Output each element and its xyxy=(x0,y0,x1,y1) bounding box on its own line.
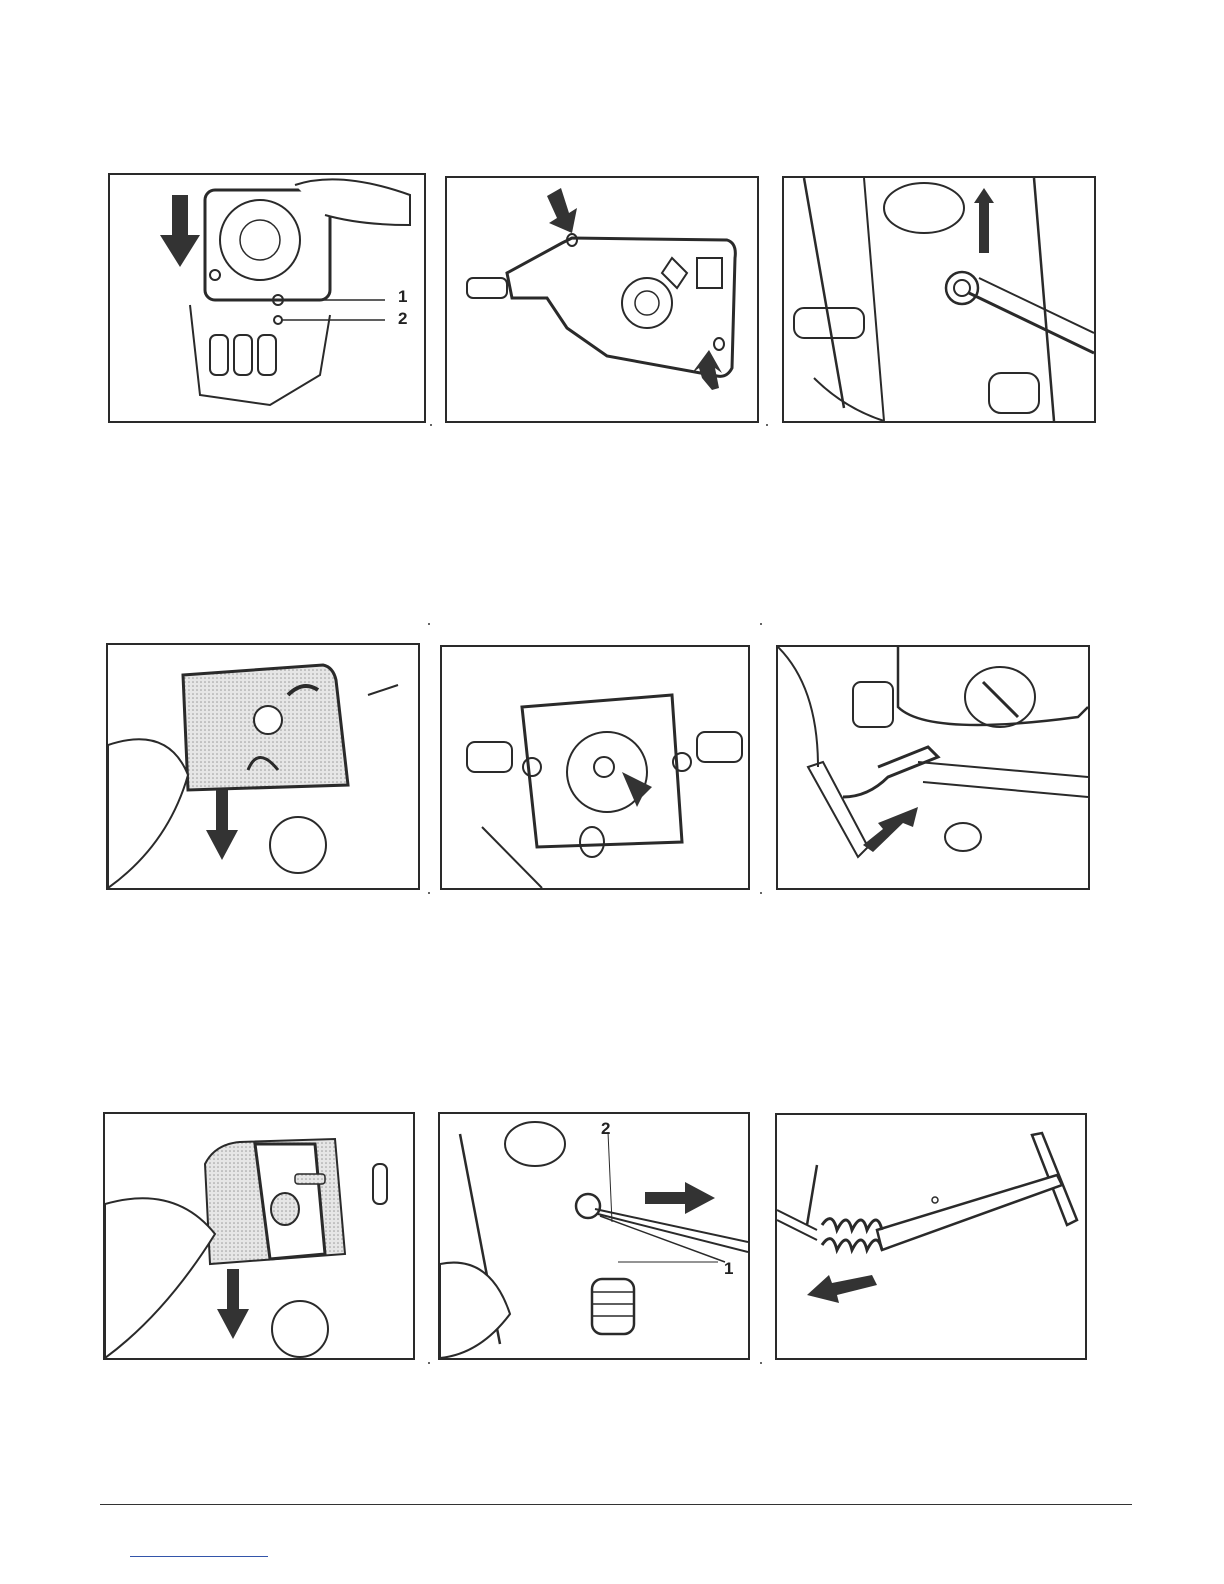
figure-8-callout-2: 2 xyxy=(601,1119,610,1139)
figure-1-diaphragm-cover-removal xyxy=(108,173,426,423)
figure-1-illustration xyxy=(110,175,424,421)
scan-mark xyxy=(760,1362,762,1364)
figure-6-spring-lever xyxy=(776,645,1090,890)
figure-5-illustration xyxy=(442,647,748,888)
figure-4-pump-membrane xyxy=(106,643,420,890)
footer-link-underline[interactable] xyxy=(130,1556,268,1557)
figure-2-illustration xyxy=(447,178,757,421)
scan-mark xyxy=(428,623,430,625)
scan-mark xyxy=(766,424,768,426)
figure-9-lever-spring-removal xyxy=(775,1113,1087,1360)
figure-1-callout-2: 2 xyxy=(398,309,407,329)
figure-1-callout-1: 1 xyxy=(398,287,407,307)
figure-9-illustration xyxy=(777,1115,1085,1358)
figure-8-needle-tweezers xyxy=(438,1112,750,1360)
scan-mark xyxy=(430,424,432,426)
figure-5-carburetor-screw xyxy=(440,645,750,890)
figure-8-illustration xyxy=(440,1114,748,1358)
figure-7-illustration xyxy=(105,1114,413,1358)
scan-mark xyxy=(428,892,430,894)
figure-3-screwdriver-detail xyxy=(782,176,1096,423)
figure-4-illustration xyxy=(108,645,418,888)
figure-6-illustration xyxy=(778,647,1088,888)
footer-rule xyxy=(100,1504,1132,1505)
scan-mark xyxy=(428,1362,430,1364)
scan-mark xyxy=(760,623,762,625)
figure-3-illustration xyxy=(784,178,1094,421)
figure-2-gasket-pins xyxy=(445,176,759,423)
scan-mark xyxy=(760,892,762,894)
figure-8-callout-1: 1 xyxy=(724,1259,733,1279)
figure-7-metering-diaphragm xyxy=(103,1112,415,1360)
